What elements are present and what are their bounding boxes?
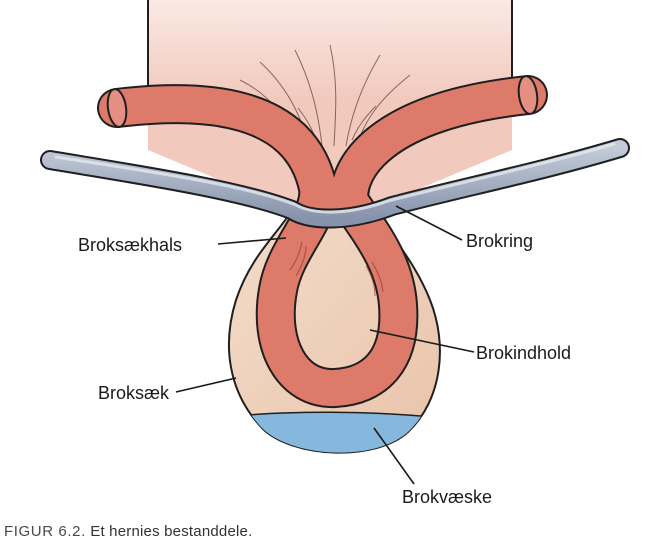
leader-fluid — [373, 427, 415, 485]
intestine-loop — [99, 77, 546, 406]
leader-neck — [217, 237, 287, 245]
abdominal-wall — [42, 140, 628, 227]
leader-ring — [395, 205, 463, 241]
figure-caption: FIGUR 6.2. Et hernies bestanddele. — [4, 523, 252, 540]
abdominal-cavity — [148, 0, 512, 100]
intestine-folds — [289, 241, 384, 297]
label-hernia-fluid: Brokvæske — [402, 487, 492, 507]
leader-content — [369, 329, 475, 353]
abdominal-wall-highlight — [54, 142, 616, 214]
figure-number: FIGUR 6.2. — [4, 523, 86, 540]
label-hernia-neck: Broksækhals — [78, 235, 182, 255]
intestine-end-left — [106, 88, 128, 128]
figure-caption-text: Et hernies bestanddele. — [90, 523, 253, 540]
leader-sac — [175, 377, 237, 393]
label-hernia-sac: Broksæk — [98, 383, 170, 403]
label-hernia-ring: Brokring — [466, 231, 533, 251]
label-hernia-content: Brokindhold — [476, 343, 571, 363]
intestine-end-right — [517, 75, 539, 115]
